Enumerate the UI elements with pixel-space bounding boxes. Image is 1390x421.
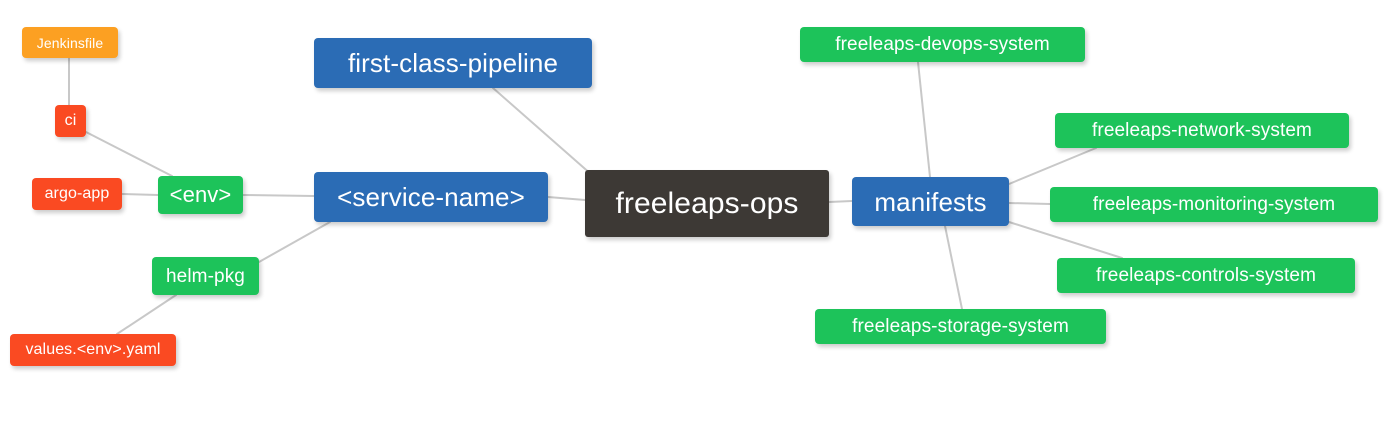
- edge-manifests-to-freeleaps-monitoring-system: [1008, 202, 1051, 205]
- node-freeleaps-network-system[interactable]: freeleaps-network-system: [1055, 113, 1349, 148]
- node-service-name[interactable]: <service-name>: [314, 172, 548, 222]
- node-label: freeleaps-storage-system: [852, 316, 1069, 337]
- node-label: manifests: [874, 186, 987, 217]
- edge-helm-pkg-to-values-env-yaml: [116, 294, 177, 335]
- node-label: freeleaps-devops-system: [835, 34, 1050, 55]
- edge-env-to-ci: [85, 131, 173, 177]
- node-manifests[interactable]: manifests: [852, 177, 1009, 226]
- node-label: values.<env>.yaml: [25, 341, 161, 358]
- node-freeleaps-storage-system[interactable]: freeleaps-storage-system: [815, 309, 1106, 344]
- node-label: ci: [64, 112, 77, 129]
- node-freeleaps-controls-system[interactable]: freeleaps-controls-system: [1057, 258, 1355, 293]
- node-freeleaps-ops[interactable]: freeleaps-ops: [585, 170, 829, 237]
- node-helm-pkg[interactable]: helm-pkg: [152, 257, 259, 295]
- node-label: freeleaps-monitoring-system: [1092, 194, 1336, 215]
- node-label: Jenkinsfile: [36, 34, 104, 51]
- edge-env-to-argo-app: [121, 193, 159, 196]
- node-first-class-pipeline[interactable]: first-class-pipeline: [314, 38, 592, 88]
- edge-manifests-to-freeleaps-network-system: [1008, 147, 1097, 185]
- node-jenkinsfile[interactable]: Jenkinsfile: [22, 27, 118, 58]
- node-label: freeleaps-network-system: [1092, 120, 1312, 141]
- node-label: <service-name>: [337, 182, 525, 212]
- node-label: argo-app: [44, 185, 110, 202]
- edge-freeleaps-ops-to-manifests: [828, 200, 853, 203]
- node-label: helm-pkg: [166, 265, 245, 287]
- node-label: freeleaps-ops: [615, 186, 799, 220]
- node-label: first-class-pipeline: [347, 48, 559, 78]
- node-label: <env>: [169, 182, 232, 207]
- edge-service-name-to-helm-pkg: [258, 221, 331, 263]
- edge-freeleaps-ops-to-service-name: [547, 196, 586, 201]
- node-freeleaps-devops-system[interactable]: freeleaps-devops-system: [800, 27, 1085, 62]
- node-argo-app[interactable]: argo-app: [32, 178, 122, 210]
- edge-manifests-to-freeleaps-devops-system: [917, 61, 931, 178]
- node-ci[interactable]: ci: [55, 105, 86, 137]
- edge-service-name-to-env: [242, 194, 315, 197]
- edge-manifests-to-freeleaps-storage-system: [944, 225, 963, 310]
- node-env[interactable]: <env>: [158, 176, 243, 214]
- node-label: freeleaps-controls-system: [1095, 265, 1317, 286]
- edge-manifests-to-freeleaps-controls-system: [1008, 221, 1123, 259]
- node-values-env-yaml[interactable]: values.<env>.yaml: [10, 334, 176, 366]
- node-freeleaps-monitoring-system[interactable]: freeleaps-monitoring-system: [1050, 187, 1378, 222]
- edge-freeleaps-ops-to-first-class-pipeline: [492, 87, 593, 176]
